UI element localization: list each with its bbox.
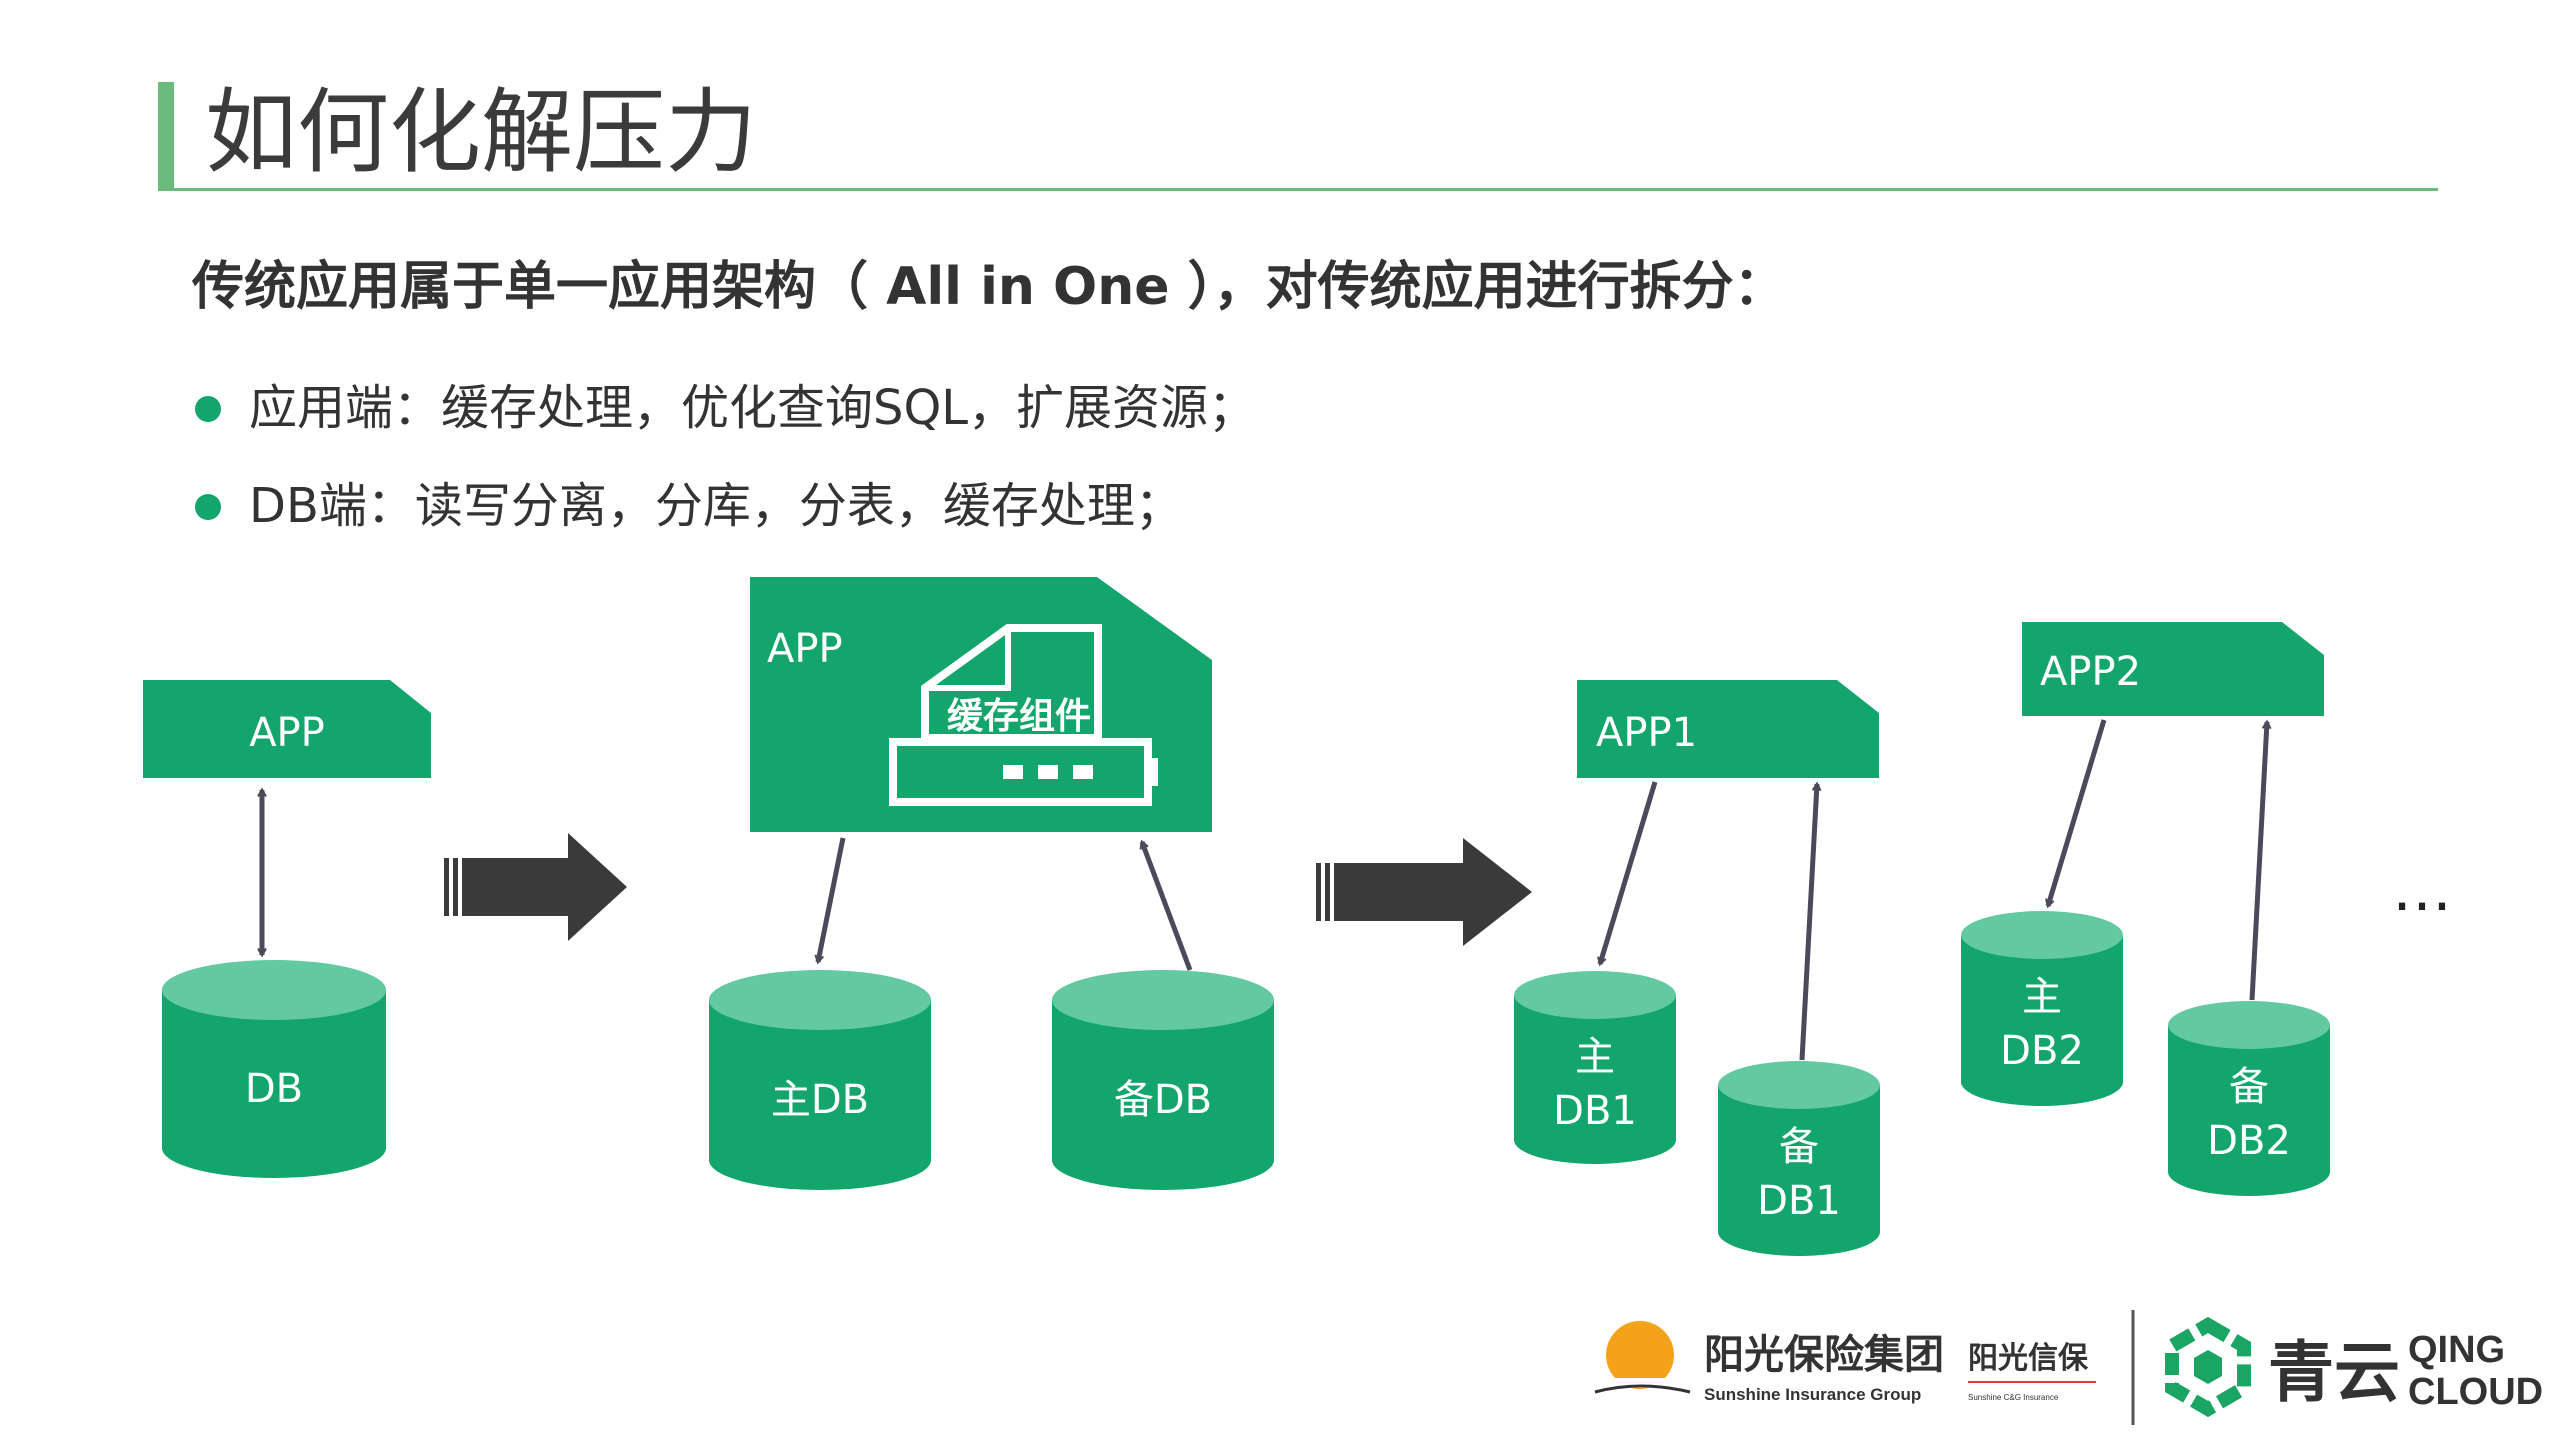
stage1-app-label: APP — [249, 710, 325, 756]
stage3-primary1-db-cylinder — [1514, 971, 1676, 1164]
qingcloud-hexagon-icon — [2165, 1316, 2251, 1418]
cache-component-label: 缓存组件 — [947, 696, 1091, 737]
stage3-primary1-line1: 主 — [1575, 1034, 1615, 1080]
stage3-backup2-line2: DB2 — [2207, 1118, 2291, 1164]
stage2-backup-connector — [1142, 842, 1193, 971]
stage2-primary-connector — [818, 837, 846, 962]
qingcloud-cn-name: 青云 — [2268, 1334, 2400, 1411]
stage3-backup2-line1: 备 — [2229, 1064, 2269, 1110]
stage3-backup2-db-cylinder — [2168, 1001, 2330, 1196]
stage1-db-cylinder — [162, 960, 386, 1178]
sunshine-cn-name: 阳光保险集团 — [1704, 1332, 1944, 1378]
title-accent-bar — [158, 82, 174, 189]
sunshine-sun-icon — [1606, 1321, 1674, 1389]
bullet-item-db: DB端：读写分离，分库，分表，缓存处理； — [195, 478, 1183, 536]
sunshine-en-name: Sunshine Insurance Group — [1704, 1385, 1921, 1404]
bullet-text: 应用端：缓存处理，优化查询SQL，扩展资源； — [249, 380, 1256, 436]
stage3-primary2-db-cylinder — [1961, 911, 2123, 1106]
stage3-primary2-line2: DB2 — [2000, 1028, 2084, 1074]
cache-component-icon — [889, 624, 1158, 806]
more-ellipsis: … — [2392, 855, 2452, 925]
bullet-item-app: 应用端：缓存处理，优化查询SQL，扩展资源； — [195, 380, 1256, 438]
stage2-primary-db-cylinder — [709, 970, 931, 1190]
qingcloud-en-line2: CLOUD — [2408, 1371, 2543, 1413]
bullet-text: DB端：读写分离，分库，分表，缓存处理； — [249, 478, 1183, 534]
qingcloud-en-line1: QING — [2408, 1329, 2505, 1371]
title-divider — [158, 188, 2438, 191]
app2-backup2-connector — [2249, 722, 2267, 1001]
stage3-app2-box — [2022, 622, 2324, 716]
stage3-primary1-line2: DB1 — [1553, 1088, 1637, 1134]
stage3-primary2-line1: 主 — [2022, 974, 2062, 1020]
stage1-db-label: DB — [245, 1066, 303, 1112]
app1-primary1-connector — [1600, 781, 1658, 964]
stage2-primary-db-label: 主DB — [771, 1077, 869, 1123]
stage1-app-box — [143, 680, 431, 778]
stage3-backup1-db-cylinder — [1718, 1061, 1880, 1256]
stage2-backup-db-cylinder — [1052, 970, 1274, 1190]
xinbao-cn-name: 阳光信保 — [1968, 1341, 2089, 1376]
stage3-backup1-line1: 备 — [1779, 1124, 1819, 1170]
stage3-app1-label: APP1 — [1596, 710, 1697, 756]
bullet-dot-icon — [195, 395, 221, 422]
transition-arrow-2 — [1316, 838, 1532, 946]
sunshine-logo: 阳光保险集团 Sunshine Insurance Group 阳光信保 Sun… — [1594, 1321, 2096, 1404]
stage3: APP1 APP2 主 DB1 备 DB1 主 DB2 备 DB2 — [1514, 622, 2452, 1256]
stage2-app-label: APP — [767, 626, 843, 672]
stage1: APP DB — [143, 680, 431, 1178]
transition-arrow-1 — [444, 833, 627, 941]
stage3-backup1-line2: DB1 — [1757, 1178, 1841, 1224]
stage2-backup-db-label: 备DB — [1114, 1077, 1212, 1123]
qingcloud-logo: 青云 QING CLOUD — [2165, 1316, 2543, 1418]
bullet-dot-icon — [195, 493, 221, 520]
stage3-app2-label: APP2 — [2040, 649, 2141, 695]
stage3-app1-box — [1577, 680, 1879, 778]
app1-backup1-connector — [1799, 784, 1817, 1061]
app2-primary2-connector — [2048, 719, 2107, 906]
stage2: APP 缓存组件 主DB 备DB — [709, 577, 1274, 1190]
xinbao-en-name: Sunshine C&G Insurance — [1968, 1393, 2059, 1402]
page-title: 如何化解压力 — [205, 79, 758, 186]
subtitle: 传统应用属于单一应用架构（ All in One ），对传统应用进行拆分： — [192, 257, 1786, 317]
